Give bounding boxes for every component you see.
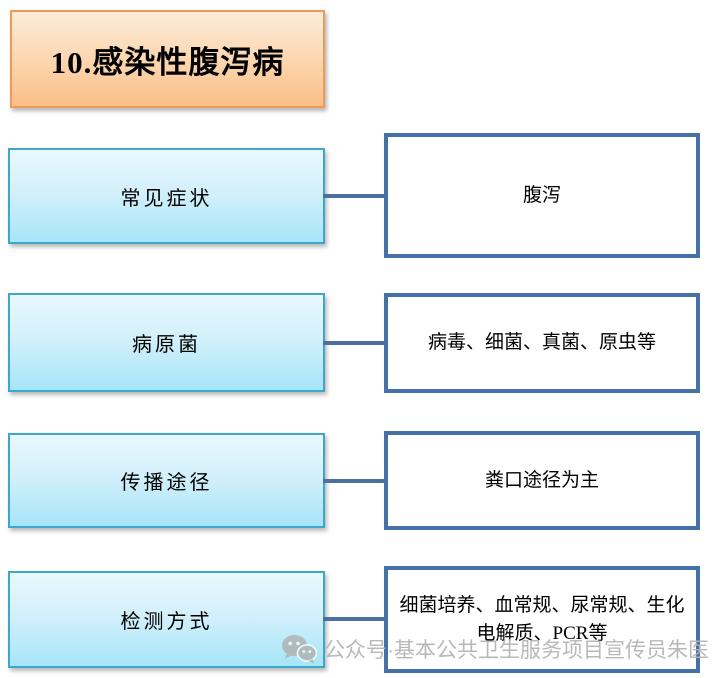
label-text: 检测方式 bbox=[120, 611, 213, 633]
value-box-common-symptoms: 腹泻 bbox=[384, 133, 700, 258]
value-box-pathogen: 病毒、细菌、真菌、原虫等 bbox=[384, 293, 700, 393]
label-box-transmission-route: 传播途径 bbox=[8, 433, 325, 528]
value-text: 病毒、细菌、真菌、原虫等 bbox=[427, 332, 656, 354]
value-text: 腹泻 bbox=[522, 184, 561, 206]
value-box-transmission-route: 粪口途径为主 bbox=[384, 431, 700, 530]
label-text: 常见症状 bbox=[120, 187, 213, 210]
title-box: 10.感染性腹泻病 bbox=[10, 10, 325, 108]
label-text: 病原菌 bbox=[132, 334, 201, 356]
watermark: 公众号·基本公共卫生服务项目宣传员朱医 bbox=[281, 634, 709, 664]
wechat-icon bbox=[282, 635, 317, 664]
label-text: 传播途径 bbox=[120, 472, 213, 494]
label-box-common-symptoms: 常见症状 bbox=[8, 148, 325, 244]
value-text: 粪口途径为主 bbox=[484, 469, 599, 491]
value-text: 细菌培养、血常规、尿常规、生化电解质、PCR等 bbox=[399, 594, 685, 644]
connector-line bbox=[323, 479, 385, 483]
connector-line bbox=[323, 194, 385, 198]
connector-line bbox=[323, 341, 385, 345]
watermark-text: 公众号·基本公共卫生服务项目宣传员朱医 bbox=[324, 639, 709, 662]
connector-line bbox=[323, 617, 385, 621]
label-box-pathogen: 病原菌 bbox=[8, 293, 325, 392]
value-box-testing-method: 细菌培养、血常规、尿常规、生化电解质、PCR等 bbox=[384, 566, 700, 673]
label-box-testing-method: 检测方式 bbox=[8, 571, 325, 668]
page-title: 10.感染性腹泻病 bbox=[50, 44, 285, 80]
